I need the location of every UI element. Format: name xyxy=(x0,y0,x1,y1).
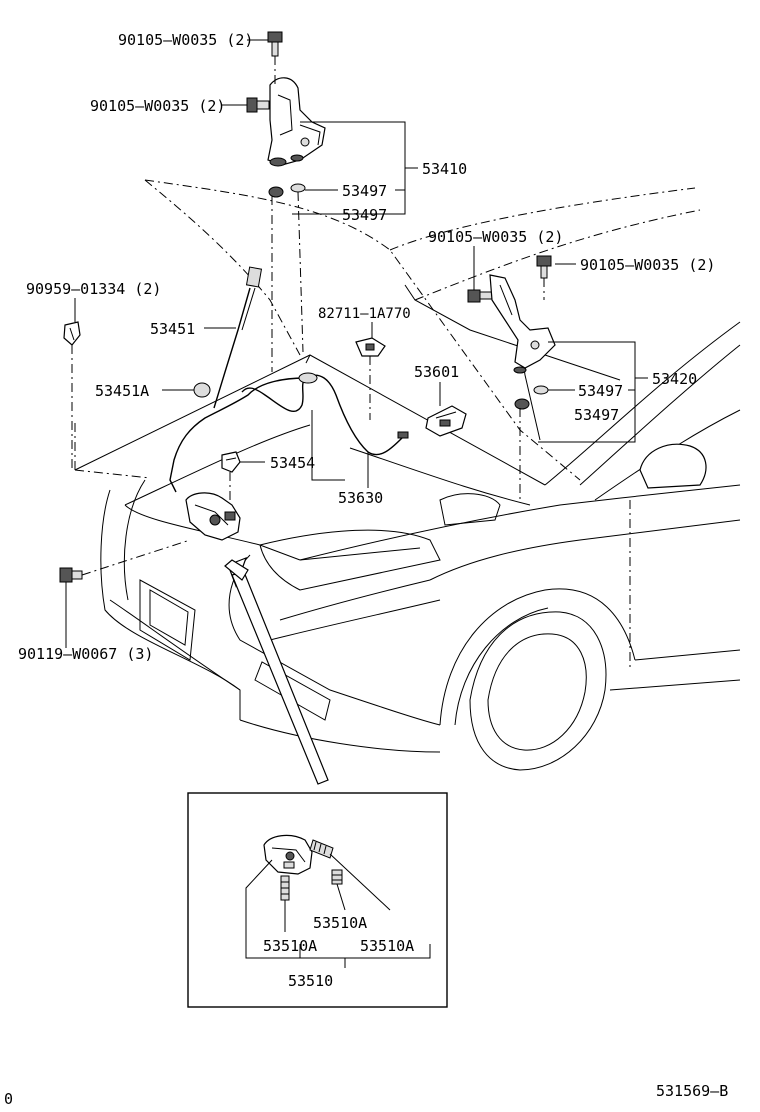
part-labels: 90105–W0035 (2) 90105–W0035 (2) 53410 53… xyxy=(18,31,715,990)
inset-spring-right-icon xyxy=(309,839,334,859)
leader-lines xyxy=(65,39,648,648)
inset-lock-icon xyxy=(263,834,313,875)
label-clip-support: 90959–01334 (2) xyxy=(26,280,161,298)
label-washer-rh-b: 53497 xyxy=(574,406,619,424)
label-inset-spring-left: 53510A xyxy=(263,937,317,955)
washer-lh-a-icon xyxy=(290,183,306,193)
washer-lh-b-icon xyxy=(268,186,284,198)
label-hinge-lh: 53410 xyxy=(422,160,467,178)
inset-detail-box xyxy=(187,792,448,1008)
label-switch: 82711–1A770 xyxy=(318,306,411,322)
label-support-rod: 53451 xyxy=(150,320,195,338)
inset-pointer-arrow xyxy=(224,556,329,785)
label-washer-lh-b: 53497 xyxy=(342,206,387,224)
hinge-rh-icon xyxy=(489,274,556,374)
label-bolt-left-hinge: 90105–W0035 (2) xyxy=(90,97,225,115)
label-inset-spring-right: 53510A xyxy=(360,937,414,955)
hood-lock-assembly-icon xyxy=(185,492,241,541)
bolt-rh-b-icon xyxy=(536,255,552,279)
support-rod-icon xyxy=(213,266,263,409)
bolt-rh-a-icon xyxy=(467,289,493,303)
label-lock-sub: 53601 xyxy=(414,363,459,381)
label-inset-spring-mid: 53510A xyxy=(313,914,367,932)
label-inset-lock-assy: 53510 xyxy=(288,972,333,990)
washer-rh-b-icon xyxy=(514,398,530,410)
label-bolt-rh-a: 90105–W0035 (2) xyxy=(428,228,563,246)
inset-spring-left-icon xyxy=(280,875,290,901)
bolt-top-icon xyxy=(267,31,283,57)
bolt-lower-icon xyxy=(59,567,83,583)
parts-icons xyxy=(59,31,556,583)
figure-code: 531569–B xyxy=(656,1082,728,1100)
footer-left-mark: 0 xyxy=(4,1090,13,1108)
lock-sub-icon xyxy=(425,405,467,437)
bolt-left-hinge-icon xyxy=(246,97,270,113)
label-washer-rh-a: 53497 xyxy=(578,382,623,400)
clamp-icon xyxy=(221,451,241,473)
clip-support-icon xyxy=(63,321,81,346)
label-hinge-rh: 53420 xyxy=(652,370,697,388)
rod-holder-icon xyxy=(193,382,211,398)
label-rod-holder: 53451A xyxy=(95,382,149,400)
washer-rh-a-icon xyxy=(533,385,549,395)
label-clamp: 53454 xyxy=(270,454,315,472)
label-washer-lh-a: 53497 xyxy=(342,182,387,200)
hinge-lh-icon xyxy=(267,77,326,167)
switch-icon xyxy=(355,337,386,357)
label-bolt-rh-b: 90105–W0035 (2) xyxy=(580,256,715,274)
label-release-cable: 53630 xyxy=(338,489,383,507)
release-cable-icon xyxy=(169,372,409,493)
label-bolt-lower: 90119–W0067 (3) xyxy=(18,645,153,663)
inset-spring-mid-icon xyxy=(331,869,343,885)
label-bolt-top: 90105–W0035 (2) xyxy=(118,31,253,49)
